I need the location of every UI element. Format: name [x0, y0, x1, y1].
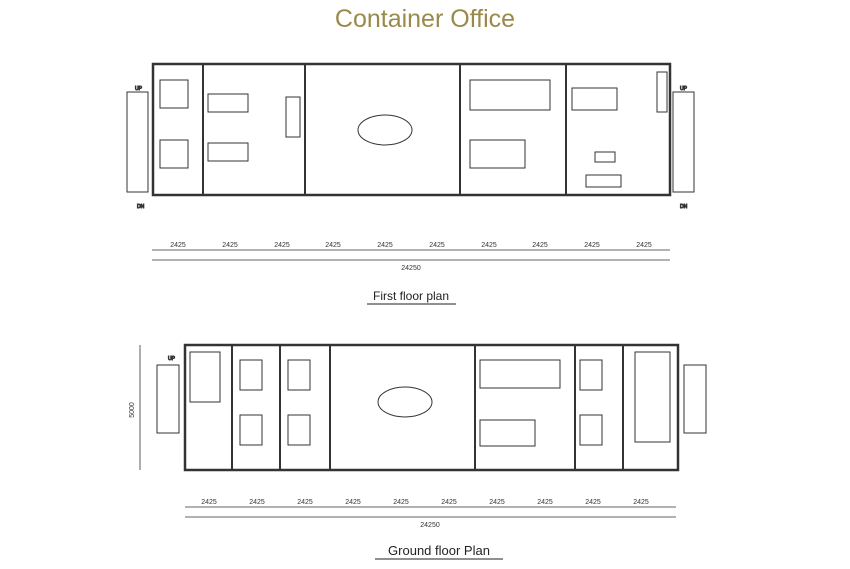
- tv-cabinet: [594, 151, 616, 163]
- dimension-label: 2425: [481, 242, 497, 249]
- dimension-label: 2425: [584, 242, 600, 249]
- sofa: [585, 174, 622, 188]
- manager-desk: [571, 87, 618, 111]
- first-floor-up-label-right: UP: [680, 86, 688, 92]
- dimension-label: 2425: [377, 242, 393, 249]
- first-floor-dimension-line: [152, 249, 670, 261]
- conference-table: [357, 114, 413, 146]
- ground-floor-outer-wall: [183, 343, 680, 472]
- dimension-label: 2425: [489, 499, 505, 506]
- dimension-label: 2425: [537, 499, 553, 506]
- total-dimension-label: 24250: [401, 265, 421, 272]
- ground-floor-dimension-labels: 2425 2425 2425 2425 2425 2425 2425 2425 …: [201, 499, 649, 529]
- ground-floor-depth-label: 5000: [129, 402, 136, 418]
- workstation: [287, 414, 311, 446]
- workstation: [579, 359, 603, 391]
- workstation: [579, 414, 603, 446]
- workstation: [239, 414, 263, 446]
- workstation: [287, 359, 311, 391]
- ground-floor-caption: Ground floor Plan: [388, 543, 490, 558]
- page-title: Container Office: [334, 5, 516, 33]
- ground-floor-dimension-line: [185, 506, 676, 518]
- dimension-label: 2425: [636, 242, 652, 249]
- dimension-label: 2425: [441, 499, 457, 506]
- ground-floor-plan: UP: [139, 343, 707, 518]
- restroom: [634, 351, 671, 443]
- dimension-label: 2425: [429, 242, 445, 249]
- first-floor-dn-label-left: DN: [137, 204, 145, 210]
- dimension-label: 2425: [297, 499, 313, 506]
- desk: [207, 142, 249, 162]
- ground-floor-up-label: UP: [168, 356, 176, 362]
- first-floor-caption: First floor plan: [373, 289, 449, 303]
- workstation-cluster: [469, 139, 526, 169]
- shelf: [656, 71, 668, 113]
- desk: [207, 93, 249, 113]
- first-floor-plan: UP DN UP DN: [126, 62, 695, 261]
- first-floor-up-label-left: UP: [135, 86, 143, 92]
- dimension-label: 2425: [222, 242, 238, 249]
- first-floor-right-stair: [672, 91, 695, 193]
- dimension-label: 2425: [393, 499, 409, 506]
- first-floor-left-stair: [126, 91, 149, 193]
- first-floor-dn-label-right: DN: [680, 204, 688, 210]
- dimension-label: 2425: [170, 242, 186, 249]
- workstation-cluster: [479, 359, 561, 389]
- workstation-cluster: [479, 419, 536, 447]
- dimension-label: 2425: [249, 499, 265, 506]
- dimension-label: 2425: [325, 242, 341, 249]
- first-floor-dimension-labels: 2425 2425 2425 2425 2425 2425 2425 2425 …: [170, 242, 652, 272]
- workstation: [159, 139, 189, 169]
- ground-floor-left-stair: [156, 364, 180, 434]
- dimension-label: 2425: [585, 499, 601, 506]
- restroom: [189, 351, 221, 403]
- first-floor-outer-wall: [151, 62, 672, 197]
- ground-floor-right-stair: [683, 364, 707, 434]
- conference-table: [377, 386, 433, 418]
- dimension-label: 2425: [633, 499, 649, 506]
- dimension-label: 2425: [274, 242, 290, 249]
- dimension-label: 2425: [532, 242, 548, 249]
- workstation: [239, 359, 263, 391]
- workstation: [159, 79, 189, 109]
- workstation-cluster: [469, 79, 551, 111]
- sofa: [285, 96, 301, 138]
- dimension-label: 2425: [201, 499, 217, 506]
- dimension-label: 2425: [345, 499, 361, 506]
- total-dimension-label: 24250: [420, 522, 440, 529]
